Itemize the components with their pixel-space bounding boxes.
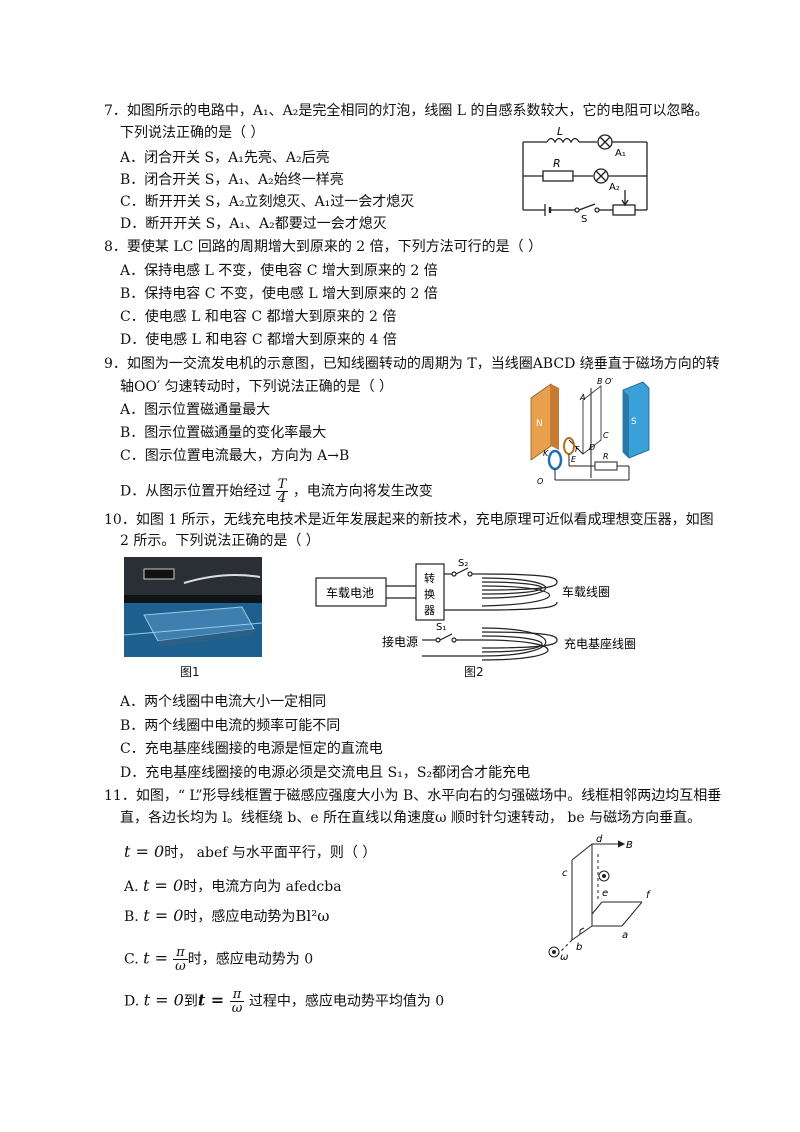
q9-label-o-prime: O′ xyxy=(605,378,613,386)
q9-option-d: D．从图示位置开始经过 T 4 ，电流方向将发生改变 xyxy=(120,478,433,505)
q9-label-n: N xyxy=(536,419,543,429)
q11-label-c: c xyxy=(562,868,568,879)
q11-option-b-text: 时，感应电动势为 xyxy=(183,909,296,925)
q9-stem-line2: 轴OO′ 匀速转动时，下列说法正确的是（ ） xyxy=(120,379,394,395)
q10-stem-line2: 2 所示。下列说法正确的是（ ） xyxy=(120,533,320,549)
q11-stem3-text: 时， abef 与水平面平行，则（ ） xyxy=(164,845,377,861)
q11-option-a-letter: A. xyxy=(124,879,139,895)
q11-option-b-expr: Bl²ω xyxy=(295,907,330,925)
q7-option-a: A．闭合开关 S，A₁先亮、A₂后亮 xyxy=(120,150,330,166)
q10-option-b: B．两个线圈中电流的频率可能不同 xyxy=(120,718,341,734)
q11-stem-line2: 直，各边长均为 l。线框绕 b、e 所在直线以角速度ω 顺时针匀速转动， be … xyxy=(120,810,702,826)
q11-option-a: A. t = 0时，电流方向为 afedcba xyxy=(124,876,342,897)
q11-option-c-fraction-den: ω xyxy=(175,959,186,974)
q10-converter-char-2: 换 xyxy=(424,587,435,601)
q11-option-b-letter: B. xyxy=(124,909,139,925)
q7-stem-line1: 7．如图所示的电路中，A₁、A₂是完全相同的灯泡，线圈 L 的自感系数较大，它的… xyxy=(104,103,709,119)
q9-label-k: K xyxy=(543,449,549,458)
q9-option-d-fraction: T 4 xyxy=(275,477,289,506)
q9-option-d-fraction-num: T xyxy=(275,477,289,492)
q11-option-c-t: t = xyxy=(143,948,174,968)
q11-label-a: a xyxy=(622,930,628,941)
q7-circuit-diagram: L R A₁ A₂ S xyxy=(522,125,648,224)
q7-label-s: S xyxy=(581,214,587,224)
q11-option-c-fraction-num: π xyxy=(173,946,188,960)
q11-option-b-t: t = 0 xyxy=(143,906,184,925)
q9-option-a: A．图示位置磁通量最大 xyxy=(120,402,271,418)
q8-option-b: B．保持电容 C 不变，使电感 L 增大到原来的 2 倍 xyxy=(120,286,438,302)
q11-option-a-t: t = 0 xyxy=(143,876,184,895)
q7-label-a2: A₂ xyxy=(609,182,620,193)
q11-option-c-letter: C. xyxy=(124,951,139,968)
q10-figure2-caption: 图2 xyxy=(464,665,484,679)
q10-stem-line1: 10．如图 1 所示，无线充电技术是近年发展起来的新技术，充电原理可近似看成理想… xyxy=(104,512,714,528)
q7-option-c: C．断开开关 S，A₂立刻熄灭、A₁过一会才熄灭 xyxy=(120,194,415,210)
q11-label-b: b xyxy=(576,942,582,953)
q11-stem-line1: 11．如图，“ L”形导线框置于磁感应强度大小为 B、水平向右的匀强磁场中。线框… xyxy=(104,788,722,804)
q11-label-e: e xyxy=(602,888,608,899)
q11-option-a-text: 时，电流方向为 afedcba xyxy=(183,879,342,895)
q11-option-d-fraction-num: π xyxy=(229,988,245,1002)
q11-label-d: d xyxy=(596,834,603,845)
q11-option-d-letter: D. xyxy=(124,993,140,1010)
q9-label-f: F xyxy=(575,445,580,454)
q9-stem-line1: 9．如图为一交流发电机的示意图，已知线圈转动的周期为 T，当线圈ABCD 绕垂直… xyxy=(104,356,720,372)
q7-label-a1: A₁ xyxy=(615,148,626,159)
q10-car-coil-label: 车载线圈 xyxy=(562,584,610,599)
q11-frame-diagram: B d c e f a b ω xyxy=(548,834,651,963)
q7-option-b: B．闭合开关 S，A₁、A₂始终一样亮 xyxy=(120,172,344,188)
q10-battery-label: 车载电池 xyxy=(326,585,374,600)
q8-option-c: C．使电感 L 和电容 C 都增大到原来的 2 倍 xyxy=(120,309,397,325)
q9-option-d-post: ，电流方向将发生改变 xyxy=(292,483,433,500)
q11-option-d-text: 过程中，感应电动势平均值为 0 xyxy=(244,993,445,1010)
q10-converter-char-1: 转 xyxy=(424,571,435,585)
q9-option-c: C．图示位置电流最大，方向为 A→B xyxy=(120,448,350,464)
q9-option-d-pre: D．从图示位置开始经过 xyxy=(120,483,272,500)
q11-label-b-field: B xyxy=(626,840,633,851)
q11-stem-line3: t = 0时， abef 与水平面平行，则（ ） xyxy=(124,842,376,863)
q10-base-coil-label: 充电基座线圈 xyxy=(564,636,636,651)
q10-figure1-photo xyxy=(124,557,262,657)
q8-stem: 8．要使某 LC 回路的周期增大到原来的 2 倍，下列方法可行的是（ ） xyxy=(104,239,543,255)
q9-label-d: D xyxy=(589,443,595,452)
q11-option-d-t2: t = xyxy=(197,990,230,1010)
q8-option-d: D．使电感 L 和电容 C 都增大到原来的 4 倍 xyxy=(120,332,397,348)
q9-label-b: B xyxy=(597,378,603,386)
q11-stem3-t: t = 0 xyxy=(124,842,165,861)
q10-option-a: A．两个线圈中电流大小一定相同 xyxy=(120,694,327,710)
q7-stem-line2: 下列说法正确的是（ ） xyxy=(120,125,265,141)
q10-option-c: C．充电基座线圈接的电源是恒定的直流电 xyxy=(120,741,383,757)
q9-option-b: B．图示位置磁通量的变化率最大 xyxy=(120,425,327,441)
q11-option-b: B. t = 0时，感应电动势为Bl²ω xyxy=(124,906,329,927)
q11-option-d-mid: 到 xyxy=(183,993,198,1010)
q10-s1-label: S₁ xyxy=(436,622,446,633)
q10-power-label: 接电源 xyxy=(382,634,418,649)
q9-label-r: R xyxy=(603,452,609,461)
q9-label-o: O xyxy=(537,477,543,486)
q10-option-d: D．充电基座线圈接的电源必须是交流电且 S₁，S₂都闭合才能充电 xyxy=(120,765,531,781)
q11-label-f: f xyxy=(646,890,651,901)
q11-option-d-fraction-den: ω xyxy=(231,1001,243,1016)
q9-option-d-fraction-den: 4 xyxy=(277,491,287,506)
q11-option-c-text: 时，感应电动势为 0 xyxy=(187,951,314,968)
q9-label-e: E xyxy=(571,455,577,464)
q9-label-a: A xyxy=(579,393,585,402)
q10-s2-label: S₂ xyxy=(458,558,468,569)
q9-label-c: C xyxy=(603,431,609,440)
q7-option-d: D．断开开关 S，A₁、A₂都要过一会才熄灭 xyxy=(120,216,387,232)
q10-figure2-diagram: 车载电池 转 换 器 S₂ S₁ 车载线圈 充电基座线圈 接电源 xyxy=(315,558,636,661)
q11-option-d-t: t = 0 xyxy=(143,990,184,1010)
q10-converter-char-3: 器 xyxy=(424,604,435,617)
q7-label-l: L xyxy=(557,125,563,138)
q9-generator-diagram: N S A B C D O′ O K E F R xyxy=(530,378,650,486)
q7-label-r: R xyxy=(553,157,561,170)
q10-figure1-caption: 图1 xyxy=(180,665,200,679)
q8-option-a: A．保持电感 L 不变，使电容 C 增大到原来的 2 倍 xyxy=(120,263,438,279)
q9-label-s: S xyxy=(631,417,637,427)
q11-label-omega: ω xyxy=(560,952,568,963)
